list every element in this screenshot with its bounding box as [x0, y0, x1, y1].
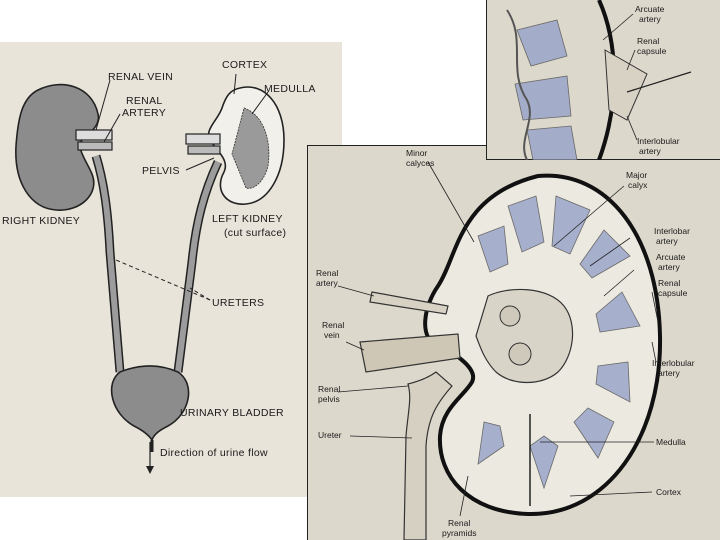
label-interlobular-1: Interlobular — [652, 358, 695, 368]
label-renal-artery-2: artery — [316, 278, 338, 288]
label-renal-capsule-1: Renal — [658, 278, 680, 288]
label-minor-calyces-1: Minor — [406, 148, 427, 158]
leader-renal-artery — [103, 113, 121, 143]
detail-label-renal-capsule-1: Renal — [637, 36, 659, 46]
label-renal-vein-2: vein — [324, 330, 340, 340]
label-renal-pelvis-1: Renal — [318, 384, 340, 394]
label-arcuate-2: artery — [658, 262, 680, 272]
label-renal-artery-2: ARTERY — [122, 107, 166, 119]
detail-label-arcuate-1: Arcuate — [635, 4, 665, 14]
label-interlobar-1: Interlobar — [654, 226, 690, 236]
label-medulla: MEDULLA — [264, 83, 316, 95]
label-ureters: URETERS — [212, 297, 264, 309]
label-renal-pelvis-2: pelvis — [318, 394, 340, 404]
label-renal-capsule-2: capsule — [658, 288, 688, 298]
label-arcuate-1: Arcuate — [656, 252, 686, 262]
label-renal-pyramids-1: Renal — [448, 518, 470, 528]
label-medulla: Medulla — [656, 437, 686, 447]
detail-vessel — [506, 9, 531, 160]
label-interlobular-2: artery — [658, 368, 680, 378]
label-minor-calyces-2: calyces — [406, 158, 434, 168]
label-ureter: Ureter — [318, 430, 342, 440]
label-major-calyx-1: Major — [626, 170, 647, 180]
section-leaders — [337, 161, 659, 517]
label-cortex: Cortex — [656, 487, 682, 497]
right-ureter-fill — [93, 155, 123, 373]
label-right-kidney: RIGHT KIDNEY — [2, 215, 80, 227]
right-kidney-shape — [15, 83, 100, 211]
right-renal-vein — [75, 129, 113, 141]
label-renal-artery-1: RENAL — [126, 95, 163, 107]
urine-flow-arrowhead — [146, 466, 154, 474]
detail-leaders — [602, 13, 638, 141]
renal-artery-vessel — [369, 291, 449, 315]
detail-label-arcuate-2: artery — [639, 14, 661, 24]
label-pelvis: PELVIS — [142, 165, 180, 177]
kidney-section-diagram: Minor calyces Major calyx Interlobar art… — [307, 145, 720, 540]
renal-vein-cross-section — [499, 305, 521, 327]
detail-probe — [626, 71, 692, 93]
renal-vein-vessel — [359, 333, 461, 373]
leader-renal-vein — [95, 79, 111, 131]
label-urine-flow: Direction of urine flow — [160, 447, 268, 459]
ureter-vessel — [403, 371, 453, 540]
urinary-system-diagram: RENAL VEIN RENAL ARTERY CORTEX MEDULLA P… — [0, 42, 342, 497]
leader-medulla — [251, 91, 269, 115]
leader-ureters-left — [189, 287, 211, 301]
label-left-kidney: LEFT KIDNEY — [212, 213, 283, 225]
leader-ureters-right — [115, 259, 211, 301]
label-renal-pyramids-2: pyramids — [442, 528, 476, 538]
detail-label-interlobular-1: Interlobular — [637, 136, 680, 146]
label-renal-vein: RENAL VEIN — [108, 71, 173, 83]
label-urinary-bladder: URINARY BLADDER — [180, 407, 284, 419]
renal-artery-cross-section — [508, 342, 532, 366]
label-cortex: CORTEX — [222, 59, 267, 71]
label-renal-vein-1: Renal — [322, 320, 344, 330]
left-ureter-fill — [175, 160, 221, 373]
left-renal-vein — [185, 133, 221, 145]
label-renal-artery-1: Renal — [316, 268, 338, 278]
kidney-section-svg: Minor calyces Major calyx Interlobar art… — [316, 148, 695, 540]
leader-pelvis — [185, 157, 215, 171]
urinary-bladder-shape — [110, 365, 190, 442]
left-kidney-medulla — [231, 107, 270, 189]
label-major-calyx-2: calyx — [628, 180, 648, 190]
label-interlobar-2: artery — [656, 236, 678, 246]
detail-label-renal-capsule-2: capsule — [637, 46, 667, 56]
detail-label-interlobular-2: artery — [639, 146, 661, 156]
label-cut-surface: (cut surface) — [224, 227, 286, 239]
kidney-detail-svg: Arcuate artery Renal capsule Interlobula… — [506, 0, 692, 160]
detail-capsule-flap — [604, 49, 648, 121]
kidney-detail-inset: Arcuate artery Renal capsule Interlobula… — [486, 0, 720, 160]
urinary-system-svg: RENAL VEIN RENAL ARTERY CORTEX MEDULLA P… — [2, 59, 316, 474]
right-renal-artery — [77, 141, 113, 151]
leader-cortex — [233, 73, 237, 95]
left-renal-artery — [187, 145, 221, 155]
